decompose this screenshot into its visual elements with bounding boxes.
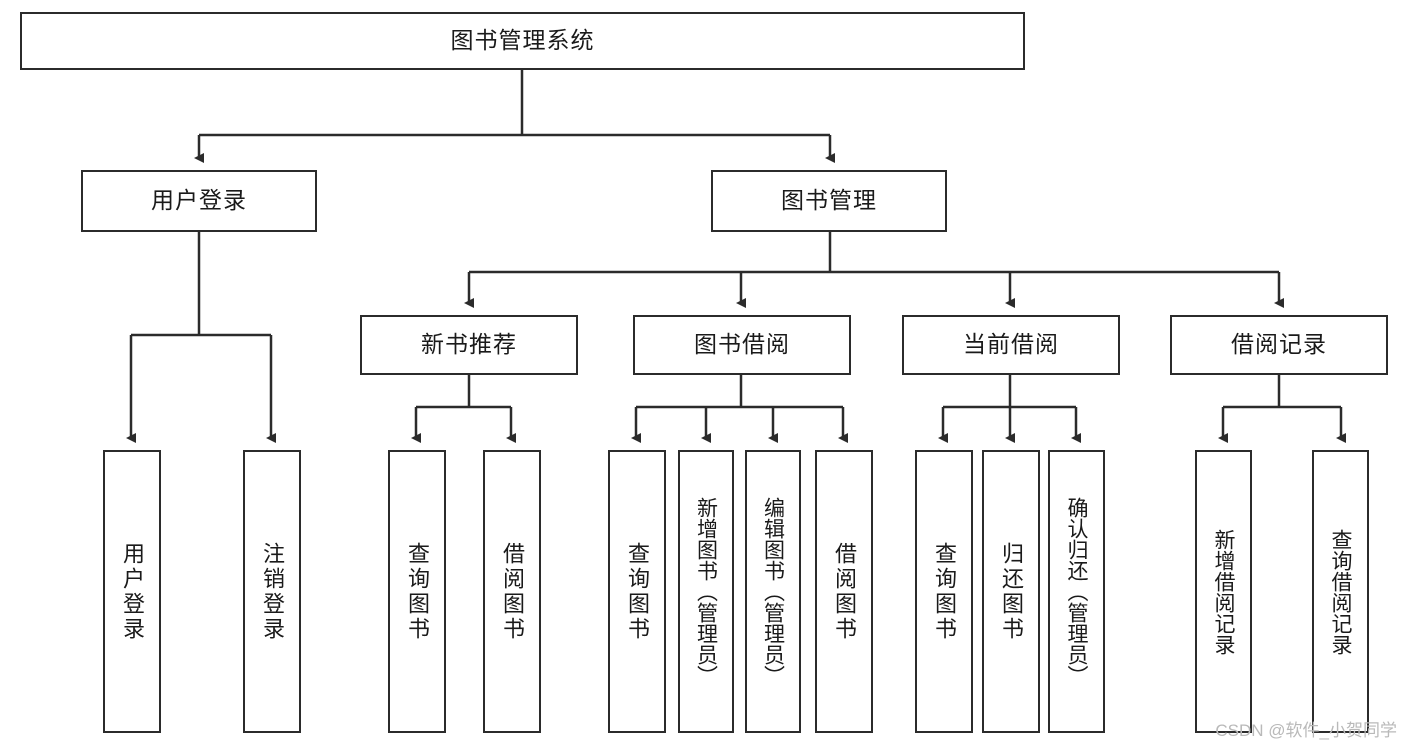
node-book-management-label: 图书管理 bbox=[781, 187, 877, 214]
watermark: CSDN @软件_小贺同学 bbox=[1215, 721, 1397, 740]
leaf-current-borrow-return-label: 归还图书 bbox=[999, 541, 1024, 642]
node-new-book-recommend-label: 新书推荐 bbox=[421, 331, 517, 358]
leaf-book-borrow-add-label: 新增图书（管理员） bbox=[694, 497, 718, 686]
leaf-current-borrow-query[interactable]: 查询图书 bbox=[915, 450, 973, 733]
leaf-borrow-record-query-label: 查询借阅记录 bbox=[1329, 528, 1352, 655]
leaf-current-borrow-query-label: 查询图书 bbox=[932, 541, 957, 642]
node-new-book-recommend[interactable]: 新书推荐 bbox=[360, 315, 578, 375]
leaf-user-login-logout-label: 注销登录 bbox=[260, 541, 285, 642]
leaf-user-login-login[interactable]: 用户登录 bbox=[103, 450, 161, 733]
leaf-current-borrow-confirm[interactable]: 确认归还（管理员） bbox=[1048, 450, 1105, 733]
node-root[interactable]: 图书管理系统 bbox=[20, 12, 1025, 70]
leaf-book-borrow-edit-label: 编辑图书（管理员） bbox=[761, 497, 785, 686]
node-book-management[interactable]: 图书管理 bbox=[711, 170, 947, 232]
leaf-new-book-query[interactable]: 查询图书 bbox=[388, 450, 446, 733]
leaf-book-borrow-edit[interactable]: 编辑图书（管理员） bbox=[745, 450, 801, 733]
node-user-login[interactable]: 用户登录 bbox=[81, 170, 317, 232]
leaf-borrow-record-query[interactable]: 查询借阅记录 bbox=[1312, 450, 1369, 733]
node-root-label: 图书管理系统 bbox=[450, 27, 595, 54]
leaf-current-borrow-confirm-label: 确认归还（管理员） bbox=[1065, 497, 1088, 686]
leaf-borrow-record-add-label: 新增借阅记录 bbox=[1212, 528, 1235, 655]
node-user-login-label: 用户登录 bbox=[151, 187, 247, 214]
node-borrow-record[interactable]: 借阅记录 bbox=[1170, 315, 1388, 375]
node-current-borrow-label: 当前借阅 bbox=[963, 331, 1059, 358]
leaf-new-book-query-label: 查询图书 bbox=[405, 541, 430, 642]
leaf-book-borrow-query-label: 查询图书 bbox=[625, 541, 650, 642]
leaf-book-borrow-borrow[interactable]: 借阅图书 bbox=[815, 450, 873, 733]
leaf-new-book-borrow[interactable]: 借阅图书 bbox=[483, 450, 541, 733]
leaf-user-login-login-label: 用户登录 bbox=[120, 541, 145, 642]
leaf-current-borrow-return[interactable]: 归还图书 bbox=[982, 450, 1040, 733]
leaf-new-book-borrow-label: 借阅图书 bbox=[500, 541, 525, 642]
leaf-user-login-logout[interactable]: 注销登录 bbox=[243, 450, 301, 733]
leaf-book-borrow-borrow-label: 借阅图书 bbox=[832, 541, 857, 642]
node-current-borrow[interactable]: 当前借阅 bbox=[902, 315, 1120, 375]
node-book-borrow-label: 图书借阅 bbox=[694, 331, 790, 358]
leaf-book-borrow-query[interactable]: 查询图书 bbox=[608, 450, 666, 733]
leaf-book-borrow-add[interactable]: 新增图书（管理员） bbox=[678, 450, 734, 733]
node-book-borrow[interactable]: 图书借阅 bbox=[633, 315, 851, 375]
node-borrow-record-label: 借阅记录 bbox=[1231, 331, 1327, 358]
leaf-borrow-record-add[interactable]: 新增借阅记录 bbox=[1195, 450, 1252, 733]
